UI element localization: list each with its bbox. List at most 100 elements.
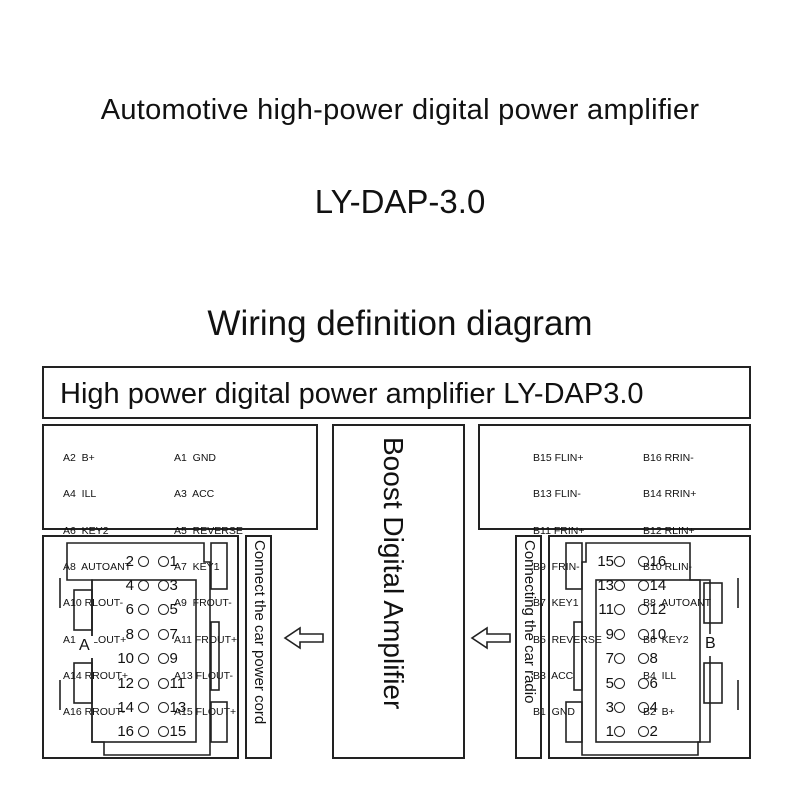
arrow-left-icon [283,626,324,650]
pin-number: 5 [169,601,178,619]
pin-hole-icon [637,604,649,616]
pin-number: 10 [649,625,667,643]
pin-number: 3 [169,577,178,595]
pin-hole-icon [614,555,625,567]
pin-def: A11 FROUT+ [174,633,238,646]
pin-def: A2 B+ [63,452,95,465]
pin-def: A7 KEY1 [174,561,220,574]
pin-hole-icon [138,653,150,665]
pin-row: 15 16 [596,549,692,573]
pin-def: A15 FLOUT+ [174,706,237,719]
connector-a-slot-bottom [210,701,228,743]
pin-hole-icon [614,702,625,714]
connector-b-pins: 15 16 13 14 11 12 9 10 7 8 5 6 3 4 1 2 [596,549,692,744]
connector-b-inner-wall [595,579,701,743]
pin-hole-icon [614,604,625,616]
right-pin-list-odd: B15 FLIN+ B13 FLIN- B11 FRIN+ B9 FRIN- B… [533,428,602,742]
pin-number: 3 [605,699,614,717]
left-pin-list-odd: A1 GND A3 ACC A5 REVERSE A7 KEY1 A9 FROU… [174,428,243,742]
pin-number: 11 [598,601,614,619]
pin-number: 16 [649,552,667,570]
header-text: High power digital power amplifier LY-DA… [60,378,644,410]
pin-def: B11 FRIN+ [533,524,585,537]
pin-def: A9 FROUT- [174,597,232,610]
model-title: LY-DAP-3.0 [314,183,486,220]
pin-hole-icon [637,702,649,714]
pin-def: B13 FLIN- [533,488,581,501]
pin-row: 2 1 [112,549,208,573]
pin-def: A1 GND [174,452,217,465]
pin-row: 12 11 [112,671,208,695]
car-radio-label-box [515,535,542,759]
connector-a-latch-bottom [73,662,93,704]
pin-hole-icon [138,726,150,738]
pin-hole-icon [637,580,649,592]
connector-b-latch-bottom [703,662,723,704]
pin-def: A16 RROUT- [63,706,125,719]
pin-number: 16 [117,723,134,741]
pin-number: 9 [605,625,614,643]
power-cord-label: Connect the car power cord [251,540,268,725]
pin-row: 4 3 [112,573,208,597]
pin-hole-icon [157,604,169,616]
pin-hole-icon [138,628,150,640]
pin-number: 5 [605,674,614,692]
pin-hole-icon [637,653,649,665]
pin-hole-icon [614,653,625,665]
pin-row: 5 6 [596,671,692,695]
pin-hole-icon [637,628,649,640]
pin-hole-icon [637,677,649,689]
connector-b-letter: B [705,635,716,652]
pin-number: 1 [605,723,614,741]
power-cord-label-box [245,535,272,759]
pin-number: 14 [649,577,667,595]
pin-def: A14 RROUT+ [63,669,129,682]
right-pin-list-even: B16 RRIN- B14 RRIN+ B12 RLIN+ B10 RLIN- … [643,428,711,742]
pin-hole-icon [614,580,625,592]
pin-number: 11 [169,674,186,692]
pin-def: A6 KEY2 [63,524,109,537]
pin-def: B14 RRIN+ [643,488,697,501]
pin-hole-icon [157,580,169,592]
left-pin-box: A2 B+ A4 ILL A6 KEY2 A8 AUTOANT A10 RLOU… [42,424,318,718]
pin-number: 8 [649,650,658,668]
pin-number: 6 [649,674,658,692]
pin-row: 3 4 [596,695,692,719]
pin-def: A5 REVERSE [174,524,243,537]
pin-row: 11 12 [596,598,692,622]
connector-b-slot-top [565,542,583,590]
pin-number: 1 [169,552,178,570]
pin-row: 10 9 [112,647,208,671]
connector-b-box [548,535,751,759]
connector-b-slot-bottom [565,701,583,743]
pin-def: A10 RLOUT- [63,597,124,610]
pin-row: 13 14 [596,573,692,597]
pin-row: 6 5 [112,598,208,622]
connector-b-latch-top [703,582,723,624]
pin-row: 1 2 [596,720,692,744]
connector-a-slot-top [210,542,228,590]
pin-hole-icon [614,677,625,689]
pin-hole-icon [157,653,169,665]
connector-a-housing [66,542,211,756]
pin-row: 7 8 [596,647,692,671]
pin-number: 15 [169,723,187,741]
main-title: Automotive high-power digital power ampl… [100,94,700,126]
pin-def: B5 REVERSE [533,633,602,646]
pin-number: 14 [117,699,134,717]
pin-def: B7 KEY1 [533,597,579,610]
pin-hole-icon [138,604,150,616]
right-pin-box: B15 FLIN+ B13 FLIN- B11 FRIN+ B9 FRIN- B… [478,424,751,718]
pin-row: 9 10 [596,622,692,646]
pin-number: 12 [117,674,134,692]
car-radio-label: Connecting the car radio [521,540,538,704]
pin-row: 8 7 [112,622,208,646]
connector-a-pins: 2 1 4 3 6 5 8 7 10 9 12 11 14 1 3 16 15 [112,549,208,744]
connector-a-box [42,535,239,759]
connector-a-letter-box [76,636,94,658]
pin-def: B1 GND [533,706,576,719]
pin-def: B15 FLIN+ [533,452,584,465]
pin-hole-icon [157,726,169,738]
pin-def: A13 FLOUT- [174,669,233,682]
pin-hole-icon [157,555,169,567]
